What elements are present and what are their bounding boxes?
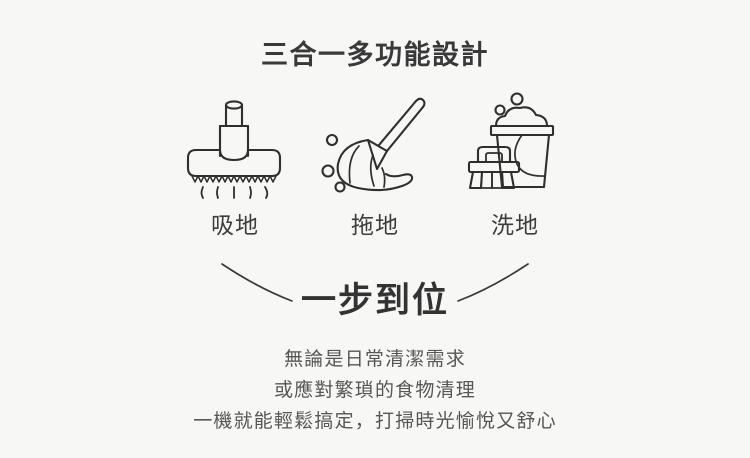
description-line-1: 無論是日常清潔需求 <box>284 349 466 370</box>
converging-arcs <box>200 255 550 315</box>
mop-icon <box>315 88 435 200</box>
feature-label-mop: 拖地 <box>351 212 399 238</box>
feature-item-wash: 洗地 <box>455 88 575 237</box>
feature-list: 吸地 <box>175 88 575 237</box>
feature-item-mop: 拖地 <box>315 88 435 237</box>
description-line-3: 一機就能輕鬆搞定，打掃時光愉悅又舒心 <box>193 411 557 432</box>
arc-right <box>457 263 529 302</box>
feature-label-vacuum: 吸地 <box>211 212 259 238</box>
description-line-2: 或應對繁瑣的食物清理 <box>273 380 476 401</box>
feature-label-wash: 洗地 <box>491 212 539 238</box>
page-title: 三合一多功能設計 <box>261 40 489 70</box>
description-block: 無論是日常清潔需求 或應對繁瑣的食物清理 一機就能輕鬆搞定，打掃時光愉悅又舒心 <box>0 344 750 437</box>
bucket-brush-icon <box>455 88 575 200</box>
feature-item-vacuum: 吸地 <box>175 88 295 237</box>
highlight-text: 一步到位 <box>300 281 449 320</box>
arc-left <box>221 263 293 302</box>
vacuum-head-icon <box>175 88 295 200</box>
